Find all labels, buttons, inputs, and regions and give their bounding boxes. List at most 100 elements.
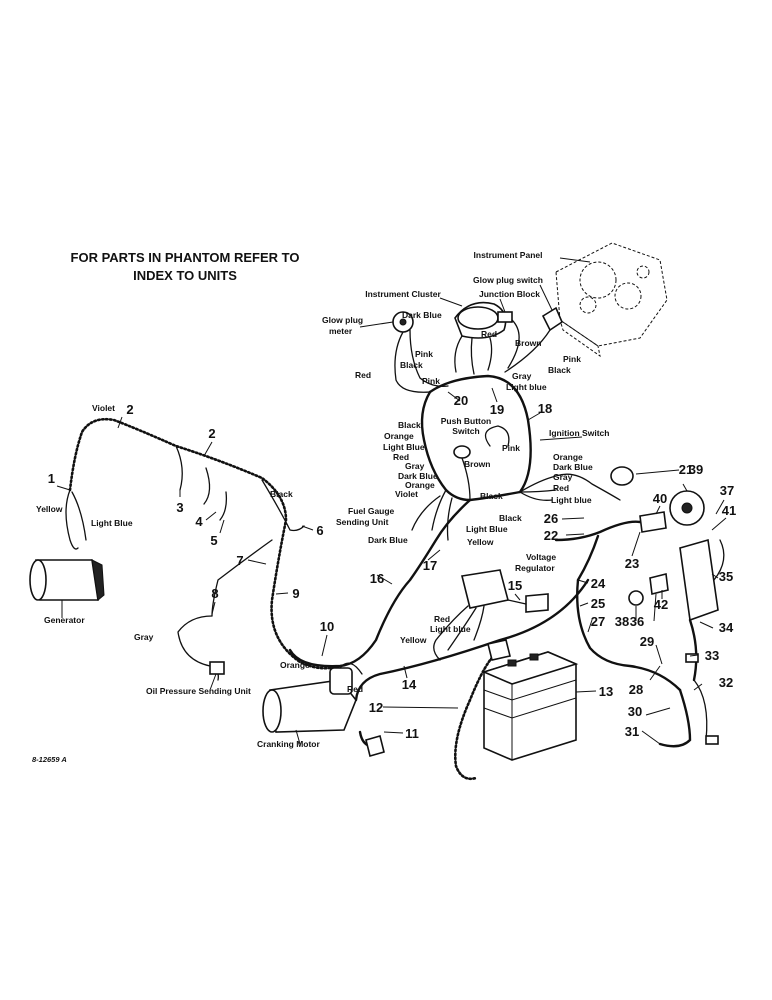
label-instrument-panel: Instrument Panel — [474, 250, 543, 260]
wire-light-blue-cl: Light Blue — [383, 442, 425, 452]
label-fuel-gauge: Fuel Gauge — [348, 506, 395, 516]
wire-dark-blue-fuel: Dark Blue — [368, 535, 408, 545]
wire-brown-push: Brown — [464, 459, 490, 469]
callout-27: 27 — [591, 614, 605, 629]
wire-black-r1: Black — [480, 491, 503, 501]
callout-19: 19 — [490, 402, 504, 417]
generator — [29, 559, 105, 601]
callout-33: 33 — [705, 648, 719, 663]
callout-5: 5 — [210, 533, 217, 548]
callout-41: 41 — [722, 503, 736, 518]
wire-black-6: Black — [270, 489, 293, 499]
component-labels: Instrument Panel Glow plug switch Instru… — [32, 250, 609, 764]
wire-gray-top: Gray — [512, 371, 532, 381]
oil-pressure-sending-unit — [209, 661, 225, 675]
wire-red-top: Red — [481, 329, 497, 339]
left-harness — [65, 417, 342, 681]
wire-yellow-c: Yellow — [467, 537, 494, 547]
wire-orange-r: Orange — [553, 452, 583, 462]
wire-dark-blue-top: Dark Blue — [402, 310, 442, 320]
callout-14: 14 — [402, 677, 417, 692]
callout-6: 6 — [316, 523, 323, 538]
callout-38: 38 — [615, 614, 629, 629]
label-switch: Switch — [452, 426, 479, 436]
wire-yellow-gen: Yellow — [36, 504, 63, 514]
label-glow-plug: Glow plug — [322, 315, 363, 325]
glow-plug-switch — [541, 306, 563, 332]
wire-red-crank: Red — [347, 684, 363, 694]
callout-25: 25 — [591, 596, 605, 611]
cables-11-14 — [354, 578, 590, 757]
wire-light-blue-gen: Light Blue — [91, 518, 133, 528]
wire-pink-mid: Pink — [422, 376, 440, 386]
callout-36: 36 — [630, 614, 644, 629]
label-instrument-cluster: Instrument Cluster — [365, 289, 441, 299]
callout-13: 13 — [599, 684, 613, 699]
title-line-1: FOR PARTS IN PHANTOM REFER TO — [71, 250, 300, 265]
callout-26: 26 — [544, 511, 558, 526]
label-cranking-motor: Cranking Motor — [257, 739, 320, 749]
wire-yellow-reg: Yellow — [400, 635, 427, 645]
callout-15: 15 — [508, 578, 522, 593]
callout-32: 32 — [719, 675, 733, 690]
drawing-code: 8-12659 A — [32, 755, 67, 764]
wire-black-r2: Black — [499, 513, 522, 523]
wire-light-blue-reg: Light blue — [430, 624, 471, 634]
battery — [481, 651, 579, 761]
wire-orange-cl2: Orange — [405, 480, 435, 490]
wire-dark-blue-r: Dark Blue — [553, 462, 593, 472]
callout-37: 37 — [720, 483, 734, 498]
wire-black-top-right: Black — [548, 365, 571, 375]
wire-light-blue-r: Light blue — [551, 495, 592, 505]
callout-3: 3 — [176, 500, 183, 515]
main-harness — [288, 425, 557, 668]
callout-11: 11 — [405, 726, 419, 741]
callout-1: 1 — [48, 471, 55, 486]
wire-violet: Violet — [92, 403, 115, 413]
wire-dark-blue-cl: Dark Blue — [398, 471, 438, 481]
wire-red-left: Red — [355, 370, 371, 380]
wire-black-left: Black — [400, 360, 423, 370]
callout-29: 29 — [640, 634, 654, 649]
callout-28: 28 — [629, 682, 643, 697]
callout-16: 16 — [370, 571, 384, 586]
wire-orange-cl: Orange — [384, 431, 414, 441]
wire-gray-oil: Gray — [134, 632, 154, 642]
callout-17: 17 — [423, 558, 437, 573]
callout-40: 40 — [653, 491, 667, 506]
wire-light-blue-top: Light blue — [506, 382, 547, 392]
cranking-motor — [262, 662, 363, 733]
callout-10: 10 — [320, 619, 334, 634]
wire-gray-r: Gray — [553, 472, 573, 482]
callout-numbers: 1 2 2 3 4 5 6 7 8 9 10 11 12 13 14 15 16… — [48, 393, 736, 741]
wire-red-r: Red — [553, 483, 569, 493]
label-sending-unit: Sending Unit — [336, 517, 389, 527]
callout-23: 23 — [625, 556, 639, 571]
cluster-harness — [394, 319, 551, 494]
callout-2a: 2 — [126, 402, 133, 417]
wire-color-labels: Dark Blue Red Brown Pink Black Gray Pink… — [36, 310, 593, 694]
callout-35: 35 — [719, 569, 733, 584]
callout-42: 42 — [654, 597, 668, 612]
title-line-2: INDEX TO UNITS — [133, 268, 237, 283]
callout-30: 30 — [628, 704, 642, 719]
callout-22: 22 — [544, 528, 558, 543]
wire-red-cl: Red — [393, 452, 409, 462]
callout-21: 21 — [679, 462, 693, 477]
callout-24: 24 — [591, 576, 606, 591]
callout-18: 18 — [538, 401, 552, 416]
callout-7: 7 — [236, 553, 243, 568]
junction-block — [497, 311, 513, 323]
callout-4: 4 — [195, 514, 203, 529]
voltage-regulator — [433, 569, 549, 661]
callout-39: 39 — [689, 462, 703, 477]
wire-pink-push: Pink — [502, 443, 520, 453]
wire-black-cl: Black — [398, 420, 421, 430]
callout-9: 9 — [292, 586, 299, 601]
wire-pink-left: Pink — [415, 349, 433, 359]
callout-31: 31 — [625, 724, 639, 739]
label-meter: meter — [329, 326, 353, 336]
callout-2b: 2 — [208, 426, 215, 441]
callout-8: 8 — [211, 586, 218, 601]
wire-light-blue-c: Light Blue — [466, 524, 508, 534]
